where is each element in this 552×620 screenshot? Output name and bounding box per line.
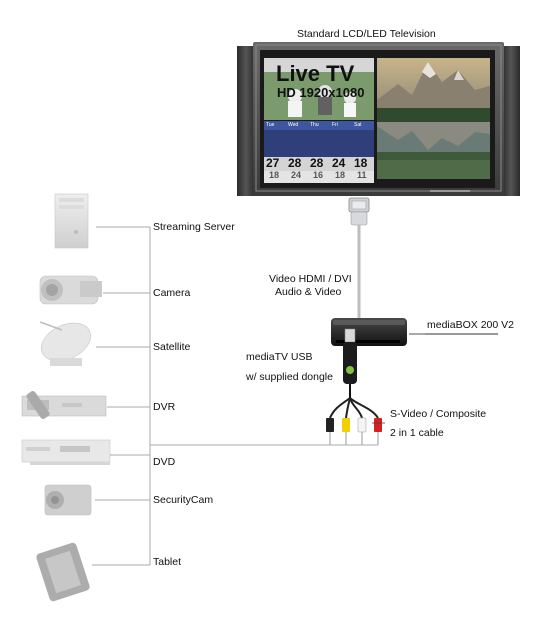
tv-title: Standard LCD/LED Television — [297, 28, 436, 40]
dvr-icon — [21, 391, 107, 419]
weather-low: 11 — [357, 170, 367, 180]
mediabox-label: mediaBOX 200 V2 — [427, 319, 514, 331]
connector-lines — [92, 226, 378, 566]
weather-high: 27 — [266, 156, 280, 170]
streaming-server-icon — [54, 193, 89, 249]
device-label-dvd: DVD — [153, 456, 176, 468]
weather-high: 24 — [332, 156, 346, 170]
device-label-camera: Camera — [153, 287, 191, 299]
camera-icon — [39, 275, 102, 305]
device-label-dvr: DVR — [153, 401, 176, 413]
mediatv-label-line1: mediaTV USB — [246, 351, 313, 363]
usb-dongle — [343, 328, 357, 398]
weather-low: 18 — [269, 170, 280, 180]
connection-label-line1: Video HDMI / DVI — [269, 273, 352, 285]
weather-high: 18 — [354, 156, 368, 170]
resolution-text: HD 1920x1080 — [277, 85, 365, 100]
weather-day: Wed — [288, 122, 299, 128]
weather-low: 24 — [291, 170, 302, 180]
tablet-icon — [36, 542, 90, 602]
weather-day: Thu — [310, 122, 319, 128]
security-camera-icon — [44, 484, 92, 516]
weather-day: Fri — [332, 122, 338, 128]
tv-right-speaker — [502, 46, 520, 196]
weather-high: 28 — [310, 156, 324, 170]
live-tv-text: Live TV — [276, 61, 355, 86]
weather-low: 18 — [335, 170, 346, 180]
cable-label-line2: 2 in 1 cable — [390, 427, 444, 439]
svideo-plug — [326, 418, 334, 432]
hdmi-cable — [348, 197, 370, 318]
tv-left-speaker — [237, 46, 255, 196]
red-plug — [374, 418, 382, 432]
device-label-satellite: Satellite — [153, 341, 191, 353]
weather-high: 28 — [288, 156, 302, 170]
cable-label-line1: S-Video / Composite — [390, 408, 487, 420]
weather-low: 16 — [313, 170, 324, 180]
television — [237, 42, 520, 196]
mediatv-label-line2: w/ supplied dongle — [246, 371, 333, 383]
device-label-tablet: Tablet — [153, 556, 182, 568]
yellow-plug — [342, 418, 350, 432]
device-label-streaming-server: Streaming Server — [153, 221, 235, 233]
dvd-player-icon — [21, 439, 111, 465]
weather-day: Sat — [354, 122, 362, 128]
composite-cable — [326, 397, 385, 445]
satellite-dish-icon — [39, 321, 91, 366]
weather-day: Tue — [266, 122, 275, 128]
white-plug — [357, 417, 367, 433]
device-label-securitycam: SecurityCam — [153, 494, 214, 506]
dongle-led-icon — [346, 366, 354, 374]
dongle-body — [343, 342, 357, 384]
connection-label-line2: Audio & Video — [275, 286, 342, 298]
